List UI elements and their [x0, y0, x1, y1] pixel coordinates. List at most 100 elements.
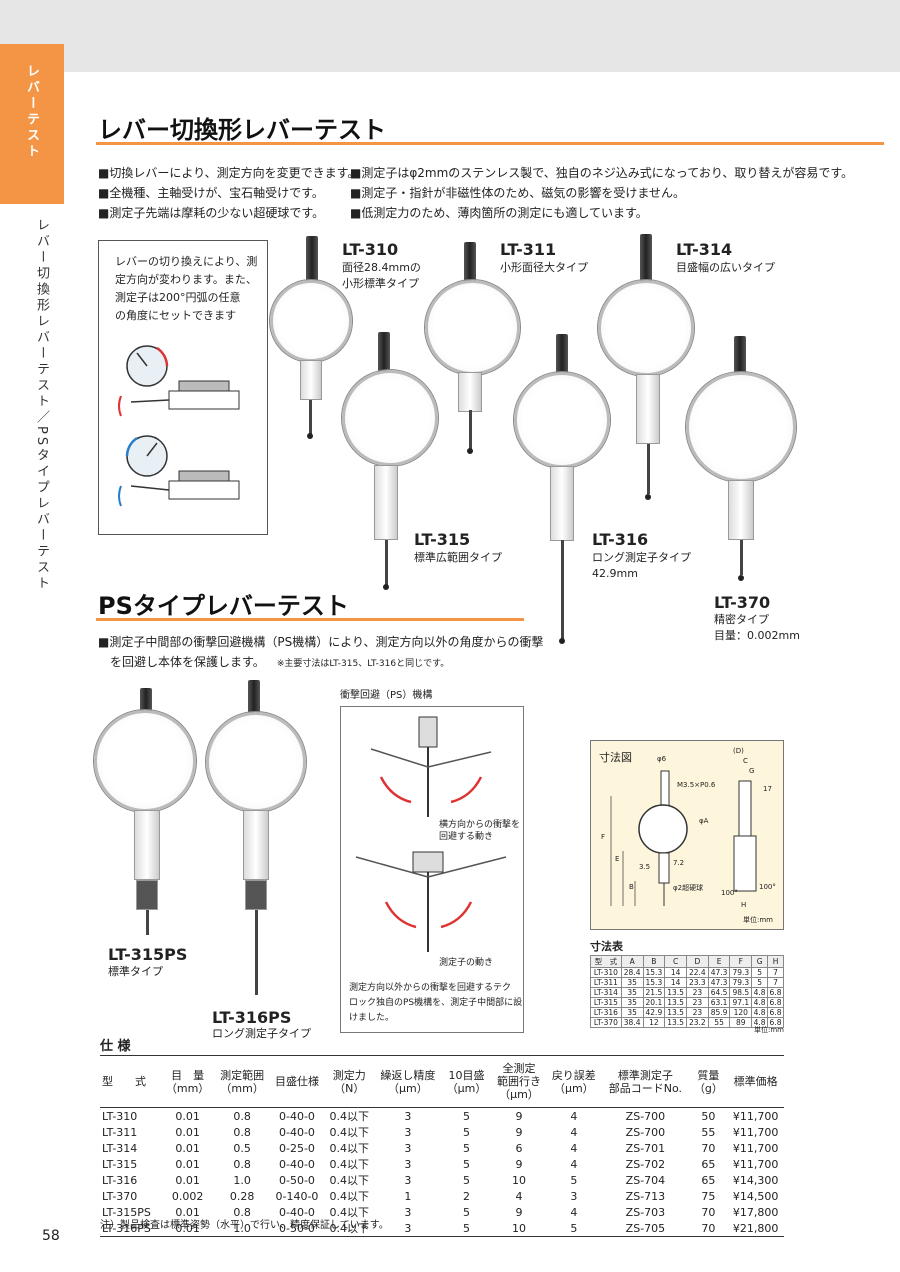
dim-ball: φ2超硬球	[673, 884, 704, 892]
spec-cell: 70	[689, 1220, 728, 1237]
note-line: レバーの切り換えにより、測	[115, 255, 258, 268]
label-line: 横方向からの衝撃を	[439, 820, 521, 830]
model-lt315: LT-315	[414, 530, 471, 549]
spec-cell: ¥11,700	[732, 1141, 779, 1155]
section2-desc-line2: を回避し本体を保護します。 ※主要寸法はLT-315、LT-316と同じです。	[98, 652, 543, 674]
model-desc-line: ロング測定子タイプ	[592, 551, 691, 564]
spec-cell: 0.4以下	[329, 1190, 370, 1203]
spec-cell: 70	[701, 1141, 716, 1155]
label-line: 回避する動き	[439, 832, 494, 842]
section2-desc-line1: ■測定子中間部の衝撃回避機構（PS機構）により、測定方向以外の角度からの衝撃	[98, 635, 544, 649]
spec-cell: 9	[515, 1205, 523, 1219]
dim-g: G	[749, 767, 755, 775]
dim-cell: 98.5	[729, 987, 753, 998]
side-tab: レバーテスト	[0, 44, 64, 204]
dim-cell: 63.1	[707, 997, 731, 1008]
dim-cell: 22.4	[685, 967, 709, 978]
dim-cell: 14	[664, 967, 687, 978]
dim-cell: 89	[729, 1017, 753, 1028]
lever-note-text: レバーの切り換えにより、測 定方向が変わります。また、 測定子は200°円弧の任…	[115, 253, 257, 325]
spec-cell: 0-40-0	[279, 1125, 315, 1139]
dim-cell: 6.8	[767, 987, 784, 998]
dim-cell: 120	[729, 1007, 753, 1018]
spec-cell: 0.002	[171, 1189, 204, 1203]
dim-header-cell: C	[664, 955, 687, 968]
model-desc-line: 面径28.4mmの	[342, 261, 421, 274]
spec-cell: 2	[463, 1189, 471, 1203]
mechanism-box: 横方向からの衝撃を 回避する動き 測定子の動き 測定方向以外からの衝撃を回避する…	[340, 706, 524, 1033]
dim-cell: 6.8	[767, 1007, 784, 1018]
spec-header-cell: 型 式	[100, 1055, 161, 1108]
spec-header-cell: 標準価格	[727, 1055, 784, 1108]
spec-cell: 5	[463, 1141, 471, 1155]
spec-cell: LT-311	[102, 1125, 138, 1139]
features-left: ■切換レバーにより、測定方向を変更できます。 ■全機種、主軸受けが、宝石軸受けで…	[98, 163, 359, 223]
spec-cell: 1.0	[214, 1220, 270, 1237]
model-desc-line: 精密タイプ	[714, 613, 769, 626]
dim-d: (D)	[733, 747, 744, 755]
feature-item: ■測定子はφ2mmのステンレス製で、独自のネジ込み式になっており、取り替えが容易…	[350, 166, 854, 180]
dim-cell: 35	[620, 987, 644, 998]
spec-cell: 75	[701, 1189, 716, 1203]
spec-header-cell: 目 量 （mm）	[160, 1055, 215, 1108]
dim-cell: 6.8	[767, 1017, 784, 1028]
spec-cell: 4	[515, 1189, 523, 1203]
dim-cell: 7	[767, 967, 784, 978]
spec-cell: 0.01	[175, 1109, 200, 1123]
model-desc-line: 42.9mm	[592, 567, 638, 580]
desc-note: ※主要寸法はLT-315、LT-316と同じです。	[276, 659, 450, 669]
spec-cell: 6	[515, 1141, 523, 1155]
spec-cell: 0.4以下	[329, 1206, 370, 1219]
spec-header-cell: 標準測定子 部品コードNo.	[601, 1055, 690, 1108]
dim-cell: 47.3	[707, 967, 731, 978]
dim-cell: 13.5	[664, 1017, 687, 1028]
spec-cell: ZS-702	[625, 1157, 666, 1171]
note-line: 定方向が変わります。また、	[115, 273, 257, 286]
dim-header-cell: D	[685, 955, 709, 968]
dim-cell: LT-315	[590, 997, 622, 1008]
spec-cell: LT-314	[102, 1141, 138, 1155]
dim-cell: 35	[620, 1007, 644, 1018]
model-lt316-desc: ロング測定子タイプ 42.9mm	[592, 550, 691, 582]
dim-e: E	[615, 855, 620, 863]
spec-header-cell: 10目盛 （μm）	[441, 1055, 492, 1108]
dim-drawing-box: 寸法図 φ6 M3.5×P0.6 (D) C G 17 φA F E B 3.5…	[590, 740, 784, 930]
dim-unit: 単位:mm	[743, 916, 773, 924]
spec-cell: 3	[404, 1141, 412, 1155]
dim-cell: 13.5	[664, 987, 687, 998]
dim-c: C	[743, 757, 748, 765]
spec-cell: 3	[404, 1173, 412, 1187]
dim-header-cell: G	[751, 955, 769, 968]
model-lt310: LT-310	[342, 240, 399, 259]
spec-cell: 3	[404, 1125, 412, 1139]
spec-footnote: 注）製品検査は標準姿勢（水平）で行い、精度保証しています。	[100, 1220, 389, 1231]
dim-cell: LT-310	[590, 967, 622, 978]
dim-cell: 47.3	[707, 977, 731, 988]
desc-line2-text: を回避し本体を保護します。	[110, 655, 265, 669]
spec-cell: 10	[511, 1173, 526, 1187]
spec-cell: 0-50-0	[279, 1173, 315, 1187]
spec-cell: 4	[570, 1109, 578, 1123]
spec-cell: 0.4以下	[324, 1220, 375, 1237]
spec-cell: 5	[463, 1157, 471, 1171]
note-line: の角度にセットできます	[115, 309, 236, 322]
model-lt310-desc: 面径28.4mmの 小形標準タイプ	[342, 260, 421, 292]
features-right: ■測定子はφ2mmのステンレス製で、独自のネジ込み式になっており、取り替えが容易…	[350, 163, 853, 223]
spec-cell: 0-40-0	[279, 1205, 315, 1219]
dim-cell: 7	[767, 977, 784, 988]
spec-cell: 5	[463, 1109, 471, 1123]
spec-cell: 0.8	[233, 1109, 251, 1123]
spec-cell: 3	[404, 1109, 412, 1123]
dim-cell: LT-316	[590, 1007, 622, 1018]
spec-header-cell: 全測定 範囲行き （μm）	[491, 1055, 547, 1108]
model-lt311: LT-311	[500, 240, 557, 259]
spec-cell: 0.01	[175, 1125, 200, 1139]
spec-cell: 9	[515, 1109, 523, 1123]
spec-cell: 3	[374, 1220, 442, 1237]
body-line: けました。	[349, 1013, 395, 1023]
